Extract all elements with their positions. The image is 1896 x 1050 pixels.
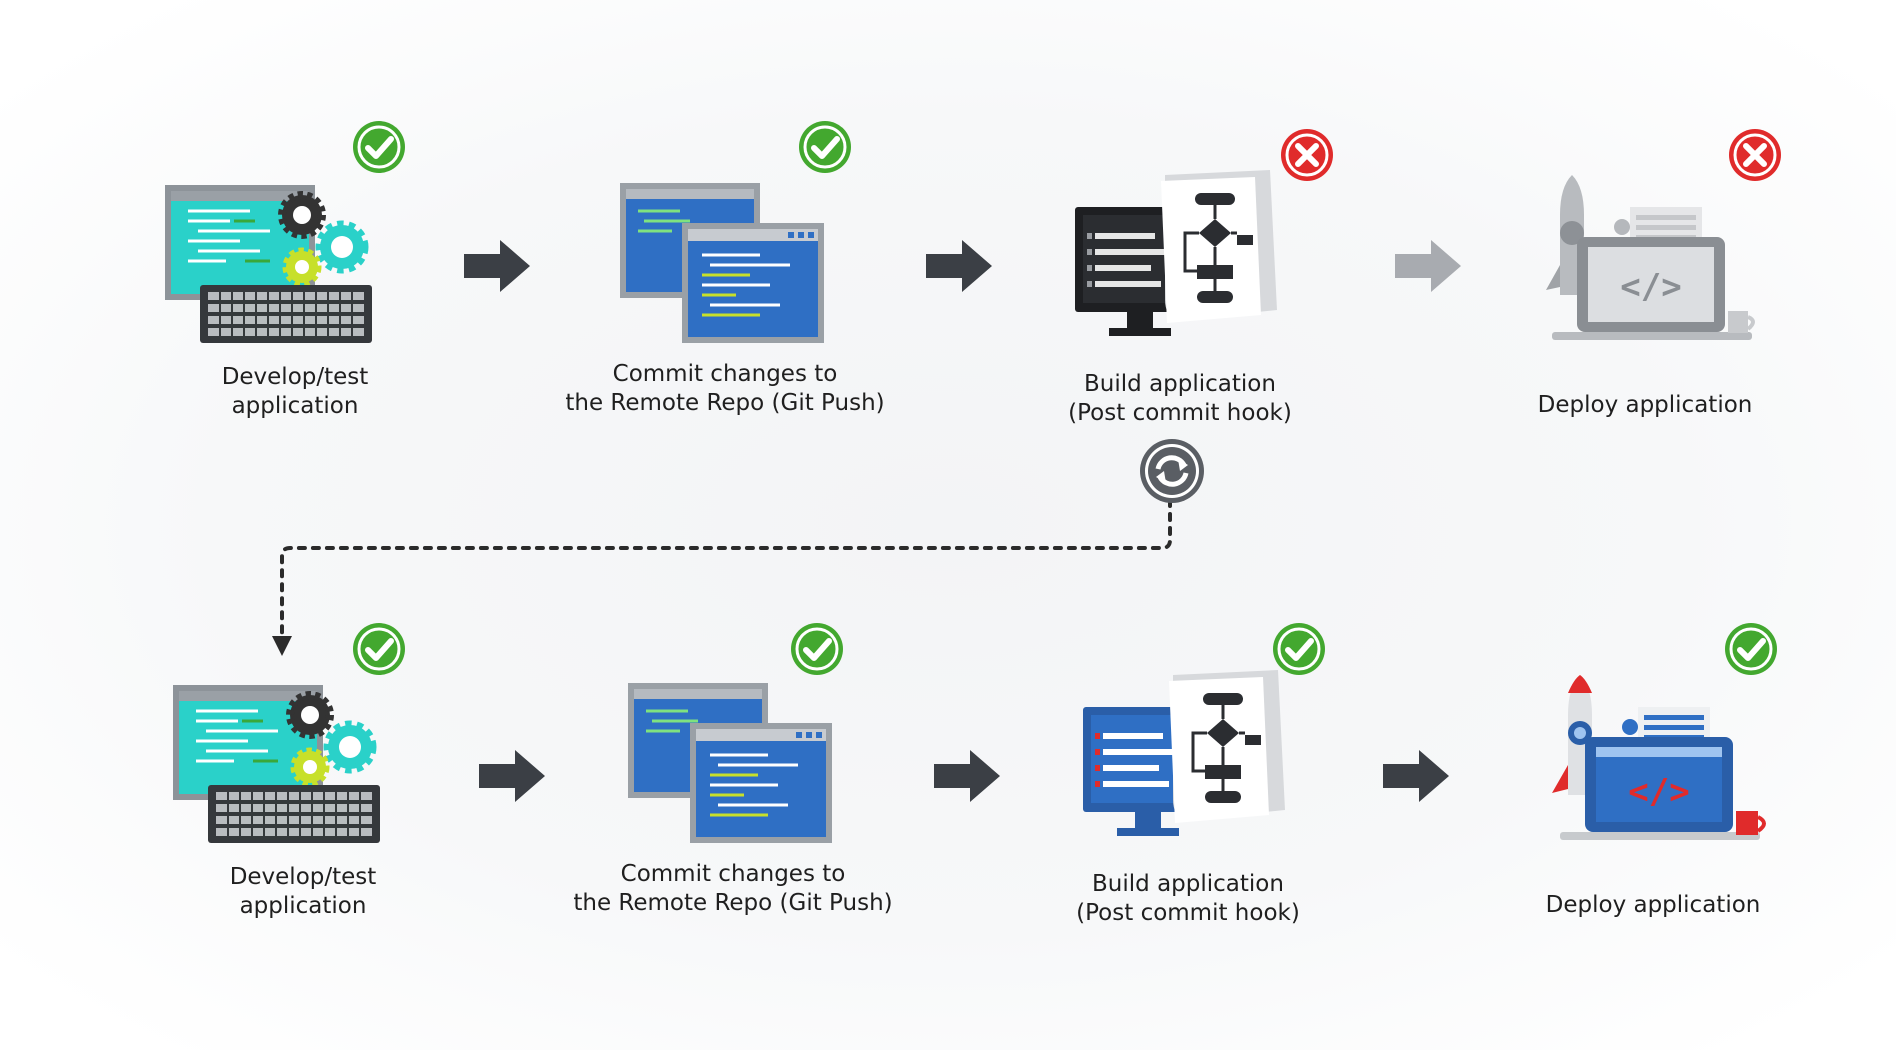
refresh-icon	[1140, 439, 1204, 503]
check-circle-icon	[353, 623, 405, 675]
check-circle-icon	[799, 121, 851, 173]
develop-workstation-icon	[173, 685, 380, 843]
code-windows-icon	[620, 183, 824, 343]
row1-step-deploy: </> Deploy application	[1480, 115, 1810, 418]
svg-text:</>: </>	[1628, 772, 1689, 812]
check-circle-icon	[791, 623, 843, 675]
step-label: Build application(Post commit hook)	[1076, 871, 1300, 926]
check-circle-icon	[1273, 623, 1325, 675]
x-circle-icon	[1281, 129, 1333, 181]
step-label: Deploy application	[1545, 892, 1761, 918]
build-monitor-flowchart-icon	[1075, 170, 1277, 336]
step-label: Deploy application	[1537, 392, 1753, 418]
arrow-right-disabled-icon	[1395, 240, 1461, 292]
check-circle-icon	[1725, 623, 1777, 675]
arrow-right-icon	[1383, 750, 1449, 802]
check-circle-icon	[353, 121, 405, 173]
arrow-right-icon	[926, 240, 992, 292]
develop-workstation-icon	[165, 185, 372, 343]
arrow-right-icon	[479, 750, 545, 802]
deploy-laptop-icon: </>	[1552, 675, 1766, 840]
x-circle-icon	[1729, 129, 1781, 181]
row1-step-build: Build application(Post commit hook)	[1015, 115, 1345, 426]
code-windows-icon	[628, 683, 832, 843]
step-label: Build application(Post commit hook)	[1068, 371, 1292, 426]
deploy-laptop-disabled-icon: </>	[1546, 175, 1755, 340]
arrow-right-icon	[464, 240, 530, 292]
build-monitor-flowchart-icon	[1083, 670, 1285, 836]
svg-text:</>: </>	[1620, 267, 1681, 307]
arrow-right-icon	[934, 750, 1000, 802]
row2-step-build: Build application(Post commit hook)	[1023, 615, 1353, 926]
row2-step-deploy: </> Deploy application	[1488, 615, 1818, 918]
